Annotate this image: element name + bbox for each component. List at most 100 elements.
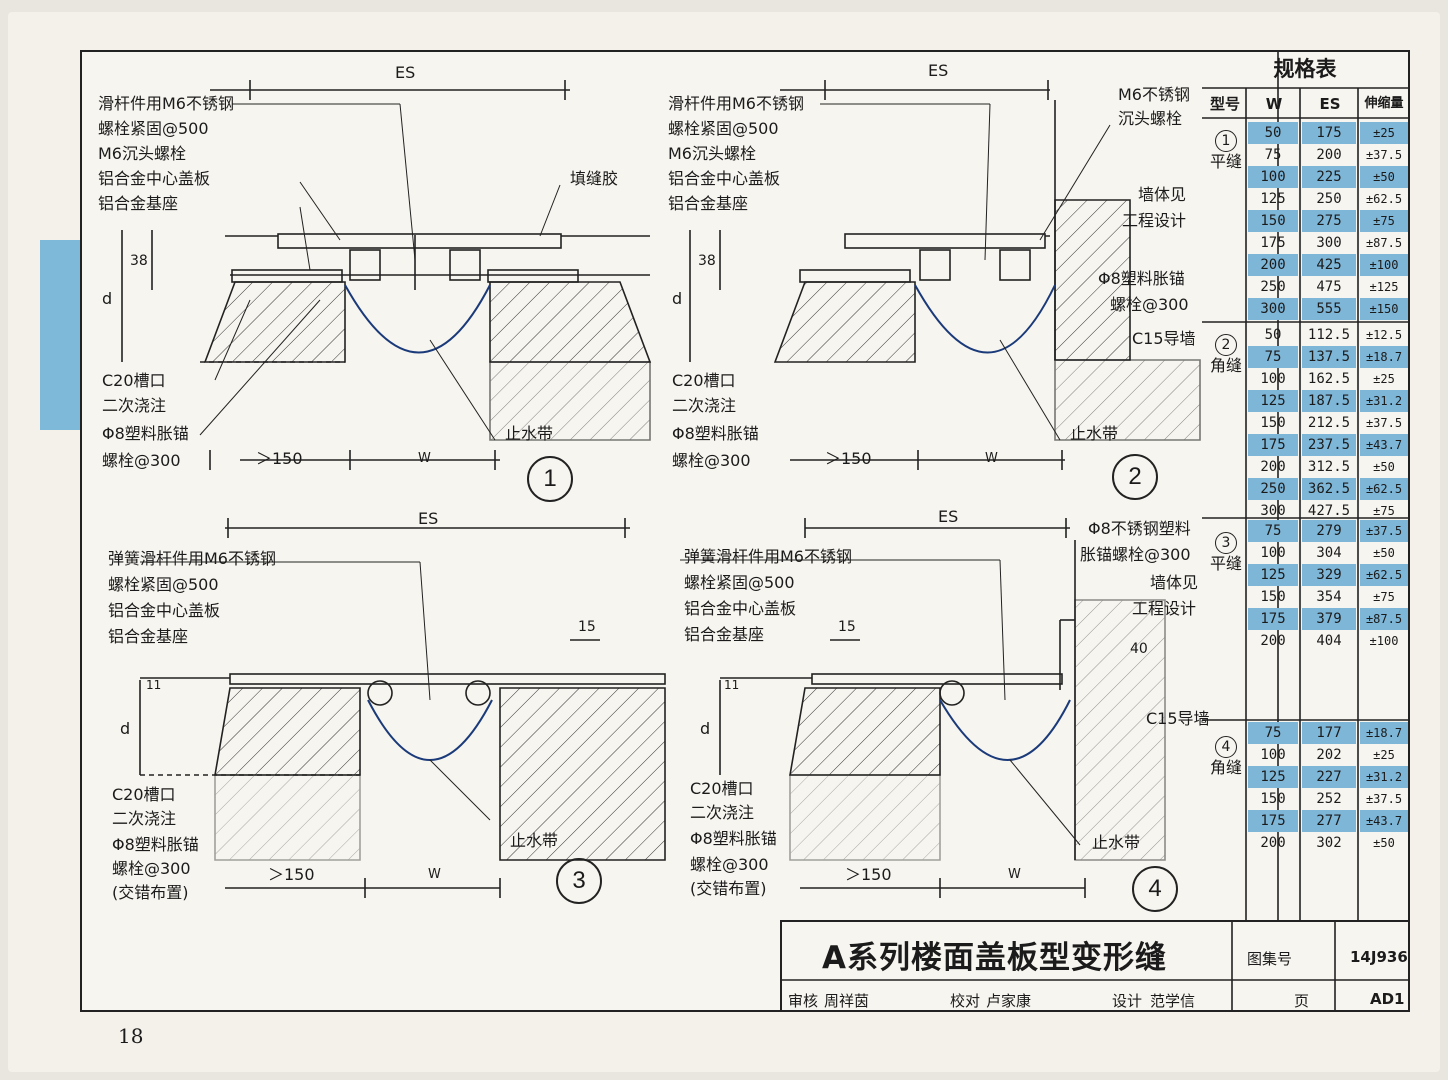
spec-cell-amt: ±31.2: [1360, 766, 1408, 788]
dim-es: ES: [395, 63, 416, 82]
spec-cell-es: 475: [1316, 279, 1342, 295]
dim-w: W: [1008, 867, 1021, 882]
spec-cell-es: 137.5: [1302, 346, 1356, 368]
spec-cell-w: 75: [1264, 147, 1282, 163]
atlas-number: 14J936: [1350, 948, 1408, 966]
callout: M6不锈钢: [1118, 85, 1190, 104]
dim-w: W: [428, 867, 441, 882]
spec-cell-w: 125: [1248, 564, 1298, 586]
callout: 螺栓@300: [672, 451, 751, 470]
spec-header-amount: 伸缩量: [1364, 96, 1404, 111]
spec-cell-w: 100: [1248, 166, 1298, 188]
spec-cell-amt: ±25: [1360, 122, 1408, 144]
spec-cell-es: 312.5: [1307, 459, 1351, 475]
review-label: 审核: [788, 992, 819, 1010]
spec-cell-es: 555: [1302, 298, 1356, 320]
spec-cell-w: 100: [1260, 371, 1286, 387]
spec-cell-es: 177: [1302, 722, 1356, 744]
dim-d: d: [102, 289, 113, 308]
spec-cell-w: 175: [1248, 608, 1298, 630]
spec-cell-w: 75: [1248, 520, 1298, 542]
title-block: A系列楼面盖板型变形缝 图集号 14J936 审核 周祥茵 校对 卢家康 设计 …: [780, 920, 1410, 1012]
group-name: 角缝: [1209, 356, 1242, 375]
dim-11: 11: [724, 678, 740, 692]
dim-es: ES: [418, 509, 439, 528]
spec-cell-w: 175: [1248, 434, 1298, 456]
spec-cell-w: 150: [1248, 210, 1298, 232]
spec-cell-w: 250: [1260, 279, 1286, 295]
dim-15: 15: [578, 619, 596, 635]
group-number: 3: [1215, 532, 1237, 554]
spec-cell-w: 200: [1260, 459, 1286, 475]
spec-header-w: W: [1265, 95, 1283, 113]
dim-gt150: ＞150: [845, 865, 892, 884]
callout: 弹簧滑杆件用M6不锈钢: [108, 549, 276, 568]
spec-cell-es: 379: [1302, 608, 1356, 630]
spec-cell-es: 354: [1316, 589, 1342, 605]
spec-cell-amt: ±50: [1373, 836, 1395, 850]
spec-cell-w: 100: [1260, 545, 1286, 561]
callout: 铝合金中心盖板: [668, 169, 781, 188]
check-label: 校对: [950, 992, 981, 1010]
callout: 螺栓紧固@500: [108, 575, 219, 594]
callout: 墙体见: [1150, 573, 1199, 592]
spec-cell-es: 427.5: [1307, 503, 1351, 519]
callout: 二次浇注: [672, 396, 737, 415]
callout: 滑杆件用M6不锈钢: [668, 94, 804, 113]
callout: 螺栓@300: [112, 859, 191, 878]
callout: 工程设计: [1122, 211, 1187, 230]
dim-es: ES: [938, 507, 959, 526]
spec-cell-es: 277: [1302, 810, 1356, 832]
page-code: AD1: [1370, 990, 1405, 1008]
callout: 铝合金中心盖板: [98, 169, 211, 188]
spec-header-type: 型号: [1209, 95, 1240, 113]
spec-cell-amt: ±50: [1373, 546, 1395, 560]
callout: 螺栓紧固@500: [668, 119, 779, 138]
spec-table: 规格表 型号 W ES 伸缩量: [1202, 50, 1408, 922]
spec-cell-es: 252: [1316, 791, 1342, 807]
callout: 胀锚螺栓@300: [1080, 545, 1191, 564]
spec-cell-es: 404: [1316, 633, 1342, 649]
spec-cell-amt: ±43.7: [1360, 810, 1408, 832]
spec-cell-amt: ±37.5: [1365, 148, 1403, 162]
designer-name: 范学信: [1150, 992, 1196, 1010]
dim-d: d: [700, 719, 711, 738]
spec-cell-w: 75: [1248, 722, 1298, 744]
callout: Φ8塑料胀锚: [102, 424, 189, 443]
spec-cell-w: 50: [1264, 327, 1282, 343]
callout: C15导墙: [1132, 329, 1196, 348]
spec-cell-amt: ±37.5: [1365, 792, 1403, 806]
dim-gt150: ＞150: [256, 449, 303, 468]
spec-cell-w: 50: [1248, 122, 1298, 144]
dim-w: W: [985, 451, 998, 466]
spec-cell-amt: ±87.5: [1360, 608, 1408, 630]
spec-cell-amt: ±25: [1373, 748, 1395, 762]
reviewer-name: 周祥茵: [824, 992, 870, 1010]
callout: 工程设计: [1132, 599, 1197, 618]
checker-name: 卢家康: [986, 992, 1032, 1010]
spec-cell-amt: ±25: [1373, 372, 1395, 386]
callout: 铝合金基座: [684, 625, 765, 644]
spec-cell-es: 304: [1316, 545, 1342, 561]
callout: 铝合金中心盖板: [684, 599, 797, 618]
dim-d: d: [120, 719, 131, 738]
spec-cell-es: 302: [1316, 835, 1342, 851]
spec-cell-amt: ±62.5: [1365, 192, 1403, 206]
callout: (交错布置): [690, 879, 767, 898]
spec-cell-w: 150: [1260, 415, 1286, 431]
spec-cell-es: 200: [1316, 147, 1342, 163]
group-name: 角缝: [1209, 758, 1242, 777]
detail-number-4: 4: [1132, 866, 1178, 912]
spec-cell-amt: ±50: [1373, 460, 1395, 474]
spec-cell-amt: ±43.7: [1360, 434, 1408, 456]
callout: 铝合金基座: [108, 627, 189, 646]
dim-40: 40: [1130, 641, 1148, 657]
callout: 螺栓@300: [102, 451, 181, 470]
spec-cell-es: 225: [1302, 166, 1356, 188]
spec-cell-es: 425: [1302, 254, 1356, 276]
spec-cell-es: 250: [1316, 191, 1342, 207]
callout: Φ8塑料胀锚: [112, 835, 199, 854]
spec-cell-w: 200: [1248, 254, 1298, 276]
